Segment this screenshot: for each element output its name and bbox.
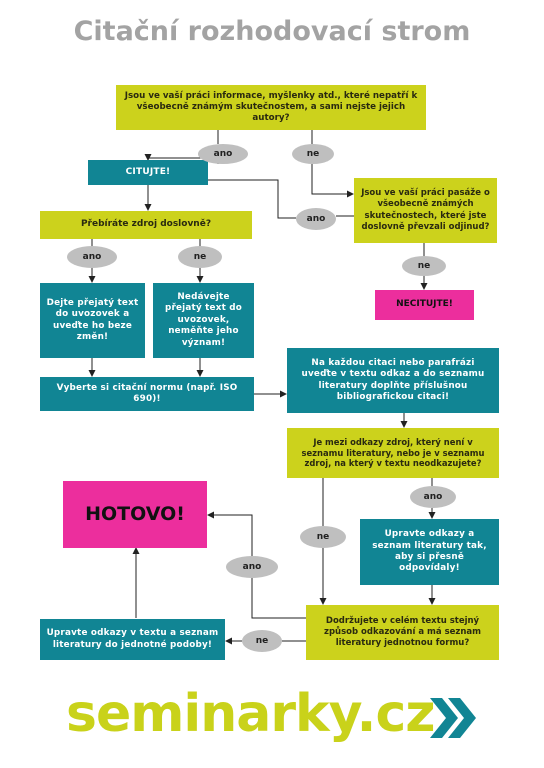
question-doslovne: Přebíráte zdroj doslovně? xyxy=(40,211,252,239)
question-zdroj: Je mezi odkazy zdroj, který není v sezna… xyxy=(287,428,499,478)
label-ano-pasaze: ano xyxy=(296,208,336,230)
necitujte-box: NECITUJTE! xyxy=(375,290,474,320)
question-informace: Jsou ve vaší práci informace, myšlenky a… xyxy=(116,85,426,130)
page-title: Citační rozhodovací strom xyxy=(73,16,471,47)
citujte-box: CITUJTE! xyxy=(88,160,208,185)
seminarky-logo: seminarky.cz xyxy=(66,684,436,744)
bez-uvozovek-box: Nedávejte přejatý text do uvozovek, nemě… xyxy=(153,283,254,358)
label-ano-doslovne: ano xyxy=(67,246,117,268)
uvozovky-box: Dejte přejatý text do uvozovek a uveďte … xyxy=(40,283,145,358)
upravte-podoba-box: Upravte odkazy v textu a seznam literatu… xyxy=(40,619,225,660)
label-ano-informace: ano xyxy=(198,144,248,164)
double-chevron-right-icon xyxy=(430,698,476,738)
label-ne-zdroj: ne xyxy=(300,526,346,548)
label-ano-zpusob: ano xyxy=(226,556,278,578)
label-ne-informace: ne xyxy=(292,144,334,164)
label-ne-doslovne: ne xyxy=(178,246,222,268)
odkaz-box: Na každou citaci nebo parafrázi uveďte v… xyxy=(287,348,499,413)
label-ne-zpusob: ne xyxy=(242,630,282,652)
question-pasaze: Jsou ve vaší práci pasáže o všeobecně zn… xyxy=(354,178,497,243)
citacni-norma-box: Vyberte si citační normu (např. ISO 690)… xyxy=(40,377,254,411)
label-ano-zdroj: ano xyxy=(410,486,456,508)
question-zpusob: Dodržujete v celém textu stejný způsob o… xyxy=(306,605,499,660)
label-ne-pasaze: ne xyxy=(402,256,446,276)
hotovo-box: HOTOVO! xyxy=(63,481,207,548)
upravte-seznam-box: Upravte odkazy a seznam literatury tak, … xyxy=(360,519,499,585)
